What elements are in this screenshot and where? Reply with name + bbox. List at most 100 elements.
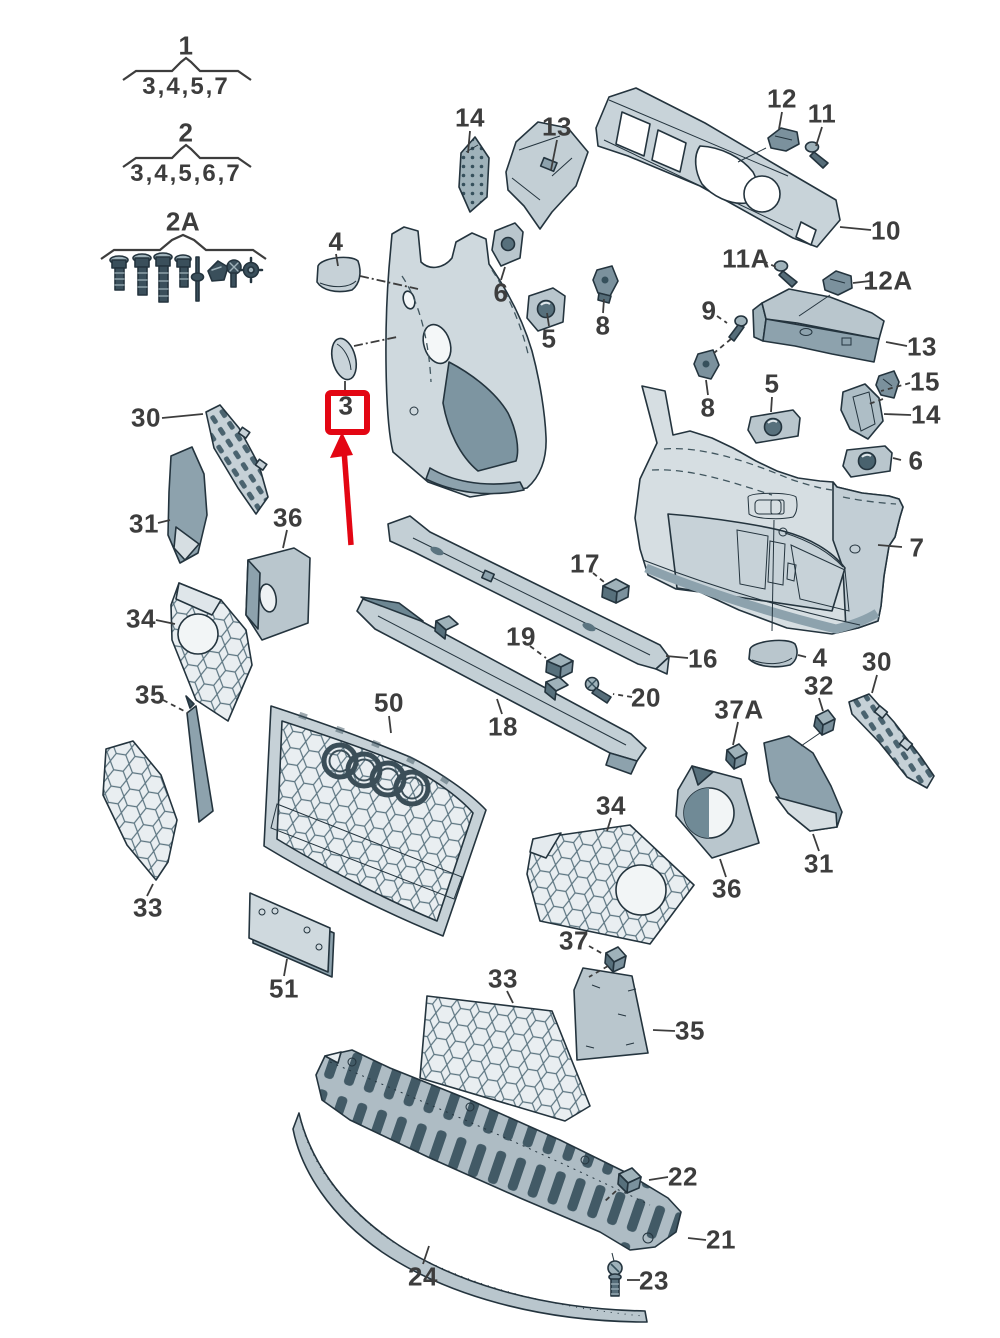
- part-label-10[interactable]: 10: [871, 215, 901, 246]
- part-label-3[interactable]: 3: [338, 390, 354, 421]
- part-label-37[interactable]: 37: [559, 925, 589, 956]
- part-label-31-right[interactable]: 31: [804, 848, 834, 879]
- highlight-arrowhead: [330, 432, 353, 458]
- part-label-8-top[interactable]: 8: [595, 310, 611, 341]
- part-label-31-left[interactable]: 31: [129, 508, 159, 539]
- highlight-group: [325, 390, 370, 546]
- part-label-20[interactable]: 20: [631, 682, 661, 713]
- part-label-50[interactable]: 50: [374, 687, 404, 718]
- fog-recess: [442, 361, 519, 472]
- part-label-22[interactable]: 22: [668, 1161, 698, 1192]
- part-label-6-top[interactable]: 6: [493, 277, 509, 308]
- hole: [799, 328, 813, 336]
- part-12A-clip: [822, 270, 853, 296]
- part-13-right-bracket: [752, 288, 885, 363]
- part-8-right-clip: [693, 349, 720, 380]
- part-19-clip: [545, 653, 574, 679]
- part-label-16[interactable]: 16: [688, 643, 718, 674]
- part-label-6-right[interactable]: 6: [908, 445, 924, 476]
- part-label-35-left[interactable]: 35: [135, 679, 165, 710]
- part-label-g2v[interactable]: 3,4,5,6,7: [130, 160, 242, 187]
- part-label-7[interactable]: 7: [909, 532, 925, 563]
- bolt-icon: [109, 255, 129, 291]
- part-label-17[interactable]: 17: [570, 548, 600, 579]
- part-label-g2a[interactable]: 2A: [165, 206, 201, 237]
- part-32-clip: [813, 709, 836, 736]
- part-label-37A[interactable]: 37A: [714, 694, 764, 725]
- part-50-main-grille: [263, 705, 487, 937]
- part-5-right-plate: [747, 409, 801, 444]
- part-31-left-trim: [167, 446, 208, 564]
- leader-lines: [146, 111, 912, 1281]
- part-label-30-right[interactable]: 30: [862, 646, 892, 677]
- part-label-13-right[interactable]: 13: [907, 331, 937, 362]
- part-bumper-corner-piece: [385, 226, 547, 498]
- part-33-mid-mesh: [419, 995, 591, 1122]
- part-label-5-right[interactable]: 5: [764, 368, 780, 399]
- part-label-g2[interactable]: 2: [178, 117, 194, 148]
- part-37-clip: [604, 946, 627, 973]
- part-label-21[interactable]: 21: [706, 1224, 736, 1255]
- part-12-clip: [767, 127, 800, 152]
- clip-icon: [207, 260, 229, 282]
- part-18-rail: [356, 596, 647, 775]
- part-51-plate-bracket: [248, 892, 335, 978]
- part-label-34-left[interactable]: 34: [126, 603, 156, 634]
- part-label-12[interactable]: 12: [767, 83, 797, 114]
- part-label-12A[interactable]: 12A: [863, 265, 913, 296]
- bolt-icon: [174, 254, 192, 288]
- part-label-36-left[interactable]: 36: [273, 502, 303, 533]
- part-24-chin-strip: [292, 1112, 648, 1323]
- part-label-13-top[interactable]: 13: [542, 111, 572, 142]
- part-label-11A[interactable]: 11A: [722, 243, 770, 274]
- part-label-23[interactable]: 23: [639, 1265, 669, 1296]
- part-label-14-right[interactable]: 14: [911, 399, 941, 430]
- part-label-8-right[interactable]: 8: [700, 392, 716, 423]
- part-label-9[interactable]: 9: [701, 295, 717, 326]
- part-16-rail: [387, 515, 670, 675]
- part-30-left-grille-strip: [205, 404, 269, 515]
- part-label-30-left[interactable]: 30: [131, 402, 161, 433]
- part-label-33-left[interactable]: 33: [133, 892, 163, 923]
- part-9-screw-icon: [728, 315, 748, 342]
- washer-cover-inner: [754, 499, 782, 515]
- audi-rings-icon: [321, 742, 431, 807]
- part-label-34-right[interactable]: 34: [596, 790, 626, 821]
- part-34-right-fog-grille: [526, 824, 695, 945]
- part-11A-screw-icon: [773, 260, 798, 288]
- part-14-top-bracket: [458, 136, 490, 213]
- part-label-4-right[interactable]: 4: [812, 642, 828, 673]
- part-label-4-top[interactable]: 4: [328, 226, 344, 257]
- part-label-11[interactable]: 11: [807, 98, 837, 129]
- part-label-5-top[interactable]: 5: [541, 323, 557, 354]
- fog-opening: [177, 613, 219, 655]
- part-label-35-right[interactable]: 35: [675, 1015, 705, 1046]
- part-label-15[interactable]: 15: [910, 366, 940, 397]
- part-label-51[interactable]: 51: [269, 973, 299, 1004]
- part-label-32[interactable]: 32: [804, 670, 834, 701]
- part-21-under-tray: [315, 1049, 682, 1251]
- part-33-left-mesh: [102, 740, 178, 881]
- part-label-14-top[interactable]: 14: [455, 102, 485, 133]
- bolt-icon: [153, 252, 173, 303]
- part-label-36-right[interactable]: 36: [712, 873, 742, 904]
- part-label-g1v[interactable]: 3,4,5,7: [142, 73, 230, 100]
- cutout: [795, 221, 817, 246]
- part-label-g1[interactable]: 1: [178, 30, 194, 61]
- star-nut-icon: [238, 256, 264, 284]
- part-label-24[interactable]: 24: [408, 1261, 438, 1292]
- highlight-box[interactable]: [325, 390, 370, 435]
- part-3-cap[interactable]: [328, 336, 360, 382]
- group-brace-1: [122, 56, 252, 81]
- part-17-clip: [601, 578, 630, 604]
- part-label-18[interactable]: 18: [488, 711, 518, 742]
- part-22-clip: [617, 1167, 642, 1194]
- hole: [841, 337, 852, 346]
- cutout: [743, 175, 781, 213]
- part-label-19[interactable]: 19: [506, 621, 536, 652]
- part-6-top-plate: [491, 222, 524, 267]
- cutout: [651, 129, 687, 173]
- part-label-33-mid[interactable]: 33: [488, 963, 518, 994]
